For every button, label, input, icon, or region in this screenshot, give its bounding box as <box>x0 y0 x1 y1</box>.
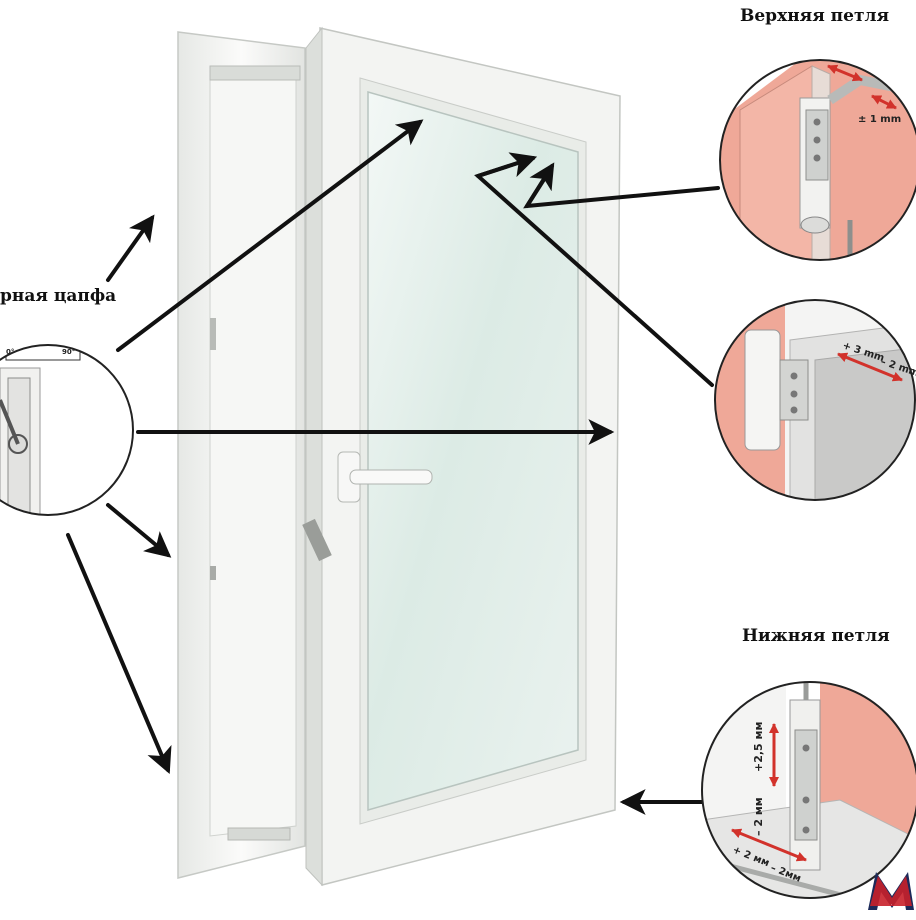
window-frame <box>177 31 306 879</box>
top-hinge-label: Верхняя петля <box>740 6 890 26</box>
window-handle[interactable] <box>337 451 433 503</box>
bottom-hinge-detail: +2,5 мм – 2 мм + 2 мм – 2мм <box>701 681 916 899</box>
bottom-vertical-plus-text: +2,5 мм <box>752 721 765 772</box>
trunnion-angle-left-text: 0° <box>6 348 14 356</box>
bottom-vertical-minus-text: – 2 мм <box>752 797 765 836</box>
logo-letter: M <box>891 904 892 906</box>
bottom-hinge-label: Нижняя петля <box>742 626 890 646</box>
sash-bracket-detail: + 3 mm – 2 mm <box>714 299 916 501</box>
trunnion-detail: 0° 90° <box>0 344 134 516</box>
trunnion-label: рная цапфа <box>0 286 117 306</box>
top-hinge-adjust-text: ± 1 mm <box>858 114 901 125</box>
trunnion-angle-right-text: 90° <box>62 348 75 356</box>
brand-logo: M <box>868 872 914 910</box>
top-hinge-detail: ± 1 mm <box>719 59 916 261</box>
pointer-arrows <box>66 119 720 815</box>
window-sash <box>302 26 621 887</box>
